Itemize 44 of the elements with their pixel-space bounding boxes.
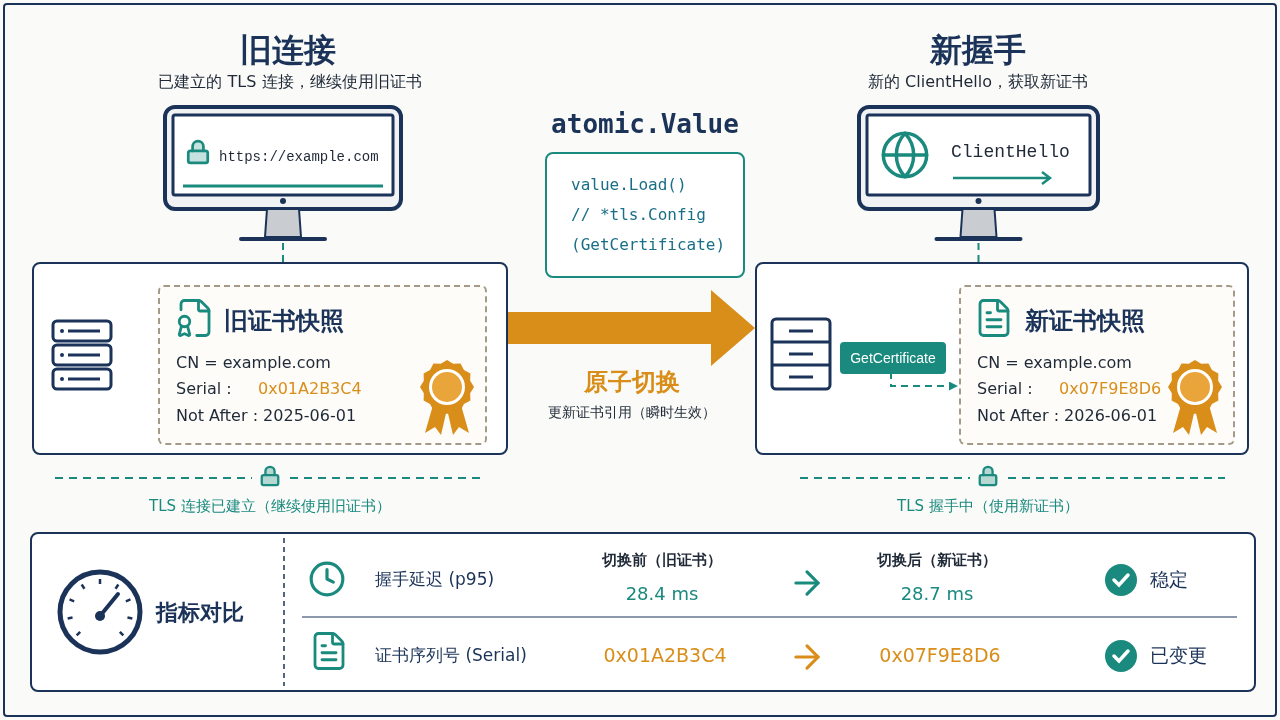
dashed-connector xyxy=(282,242,284,263)
dashed-connector xyxy=(890,371,958,391)
field-text: CN = example.com xyxy=(176,352,331,374)
url-text: https://example.com xyxy=(219,148,379,167)
status-text: 已变更 xyxy=(1150,643,1207,668)
status-text: TLS 连接已建立（继续使用旧证书） xyxy=(149,496,391,517)
server-panel xyxy=(32,262,508,455)
code-line: // *tls.Config xyxy=(571,204,707,226)
arrow-caption: 更新证书引用（瞬时生效） xyxy=(548,403,716,422)
field-text: Not After : 2025-06-01 xyxy=(176,405,357,427)
section-subtitle: 已建立的 TLS 连接，继续使用旧证书 xyxy=(158,71,422,93)
field-label: Serial : xyxy=(176,378,232,400)
metric-value: 28.4 ms xyxy=(625,582,699,606)
function-badge: GetCertificate xyxy=(840,342,946,374)
code-heading: atomic.Value xyxy=(550,108,740,141)
metric-value: 0x07F9E8D6 xyxy=(879,643,1001,668)
metric-name: 握手延迟 (p95) xyxy=(375,568,495,591)
metric-name: 证书序列号 (Serial) xyxy=(375,644,527,667)
status-text: 稳定 xyxy=(1150,567,1188,592)
serial-value: 0x01A2B3C4 xyxy=(258,378,362,400)
metric-value: 0x01A2B3C4 xyxy=(603,643,727,668)
metrics-panel xyxy=(30,532,1256,692)
serial-value: 0x07F9E8D6 xyxy=(1059,378,1162,400)
section-title: 旧连接 xyxy=(240,30,336,71)
field-label: Serial : xyxy=(977,378,1033,400)
message-text: ClientHello xyxy=(951,141,1070,164)
card-title: 新证书快照 xyxy=(1025,306,1145,337)
dashed-connector xyxy=(977,242,980,263)
certificate-card xyxy=(158,285,487,445)
block-arrow xyxy=(508,290,755,366)
card-title: 旧证书快照 xyxy=(224,306,344,337)
panel-title: 指标对比 xyxy=(156,599,244,627)
certificate-card xyxy=(959,285,1235,445)
section-title: 新握手 xyxy=(930,30,1026,71)
section-subtitle: 新的 ClientHello，获取新证书 xyxy=(868,71,1088,93)
field-text: Not After : 2026-06-01 xyxy=(977,405,1158,427)
code-line: (GetCertificate) xyxy=(571,234,727,256)
status-text: TLS 握手中（使用新证书） xyxy=(897,496,1079,517)
field-text: CN = example.com xyxy=(977,352,1132,374)
column-header: 切换前（旧证书） xyxy=(602,550,722,571)
server-panel xyxy=(755,262,1249,455)
metric-value: 28.7 ms xyxy=(900,582,974,606)
column-header: 切换后（新证书） xyxy=(877,550,997,571)
code-line: value.Load() xyxy=(571,174,688,196)
